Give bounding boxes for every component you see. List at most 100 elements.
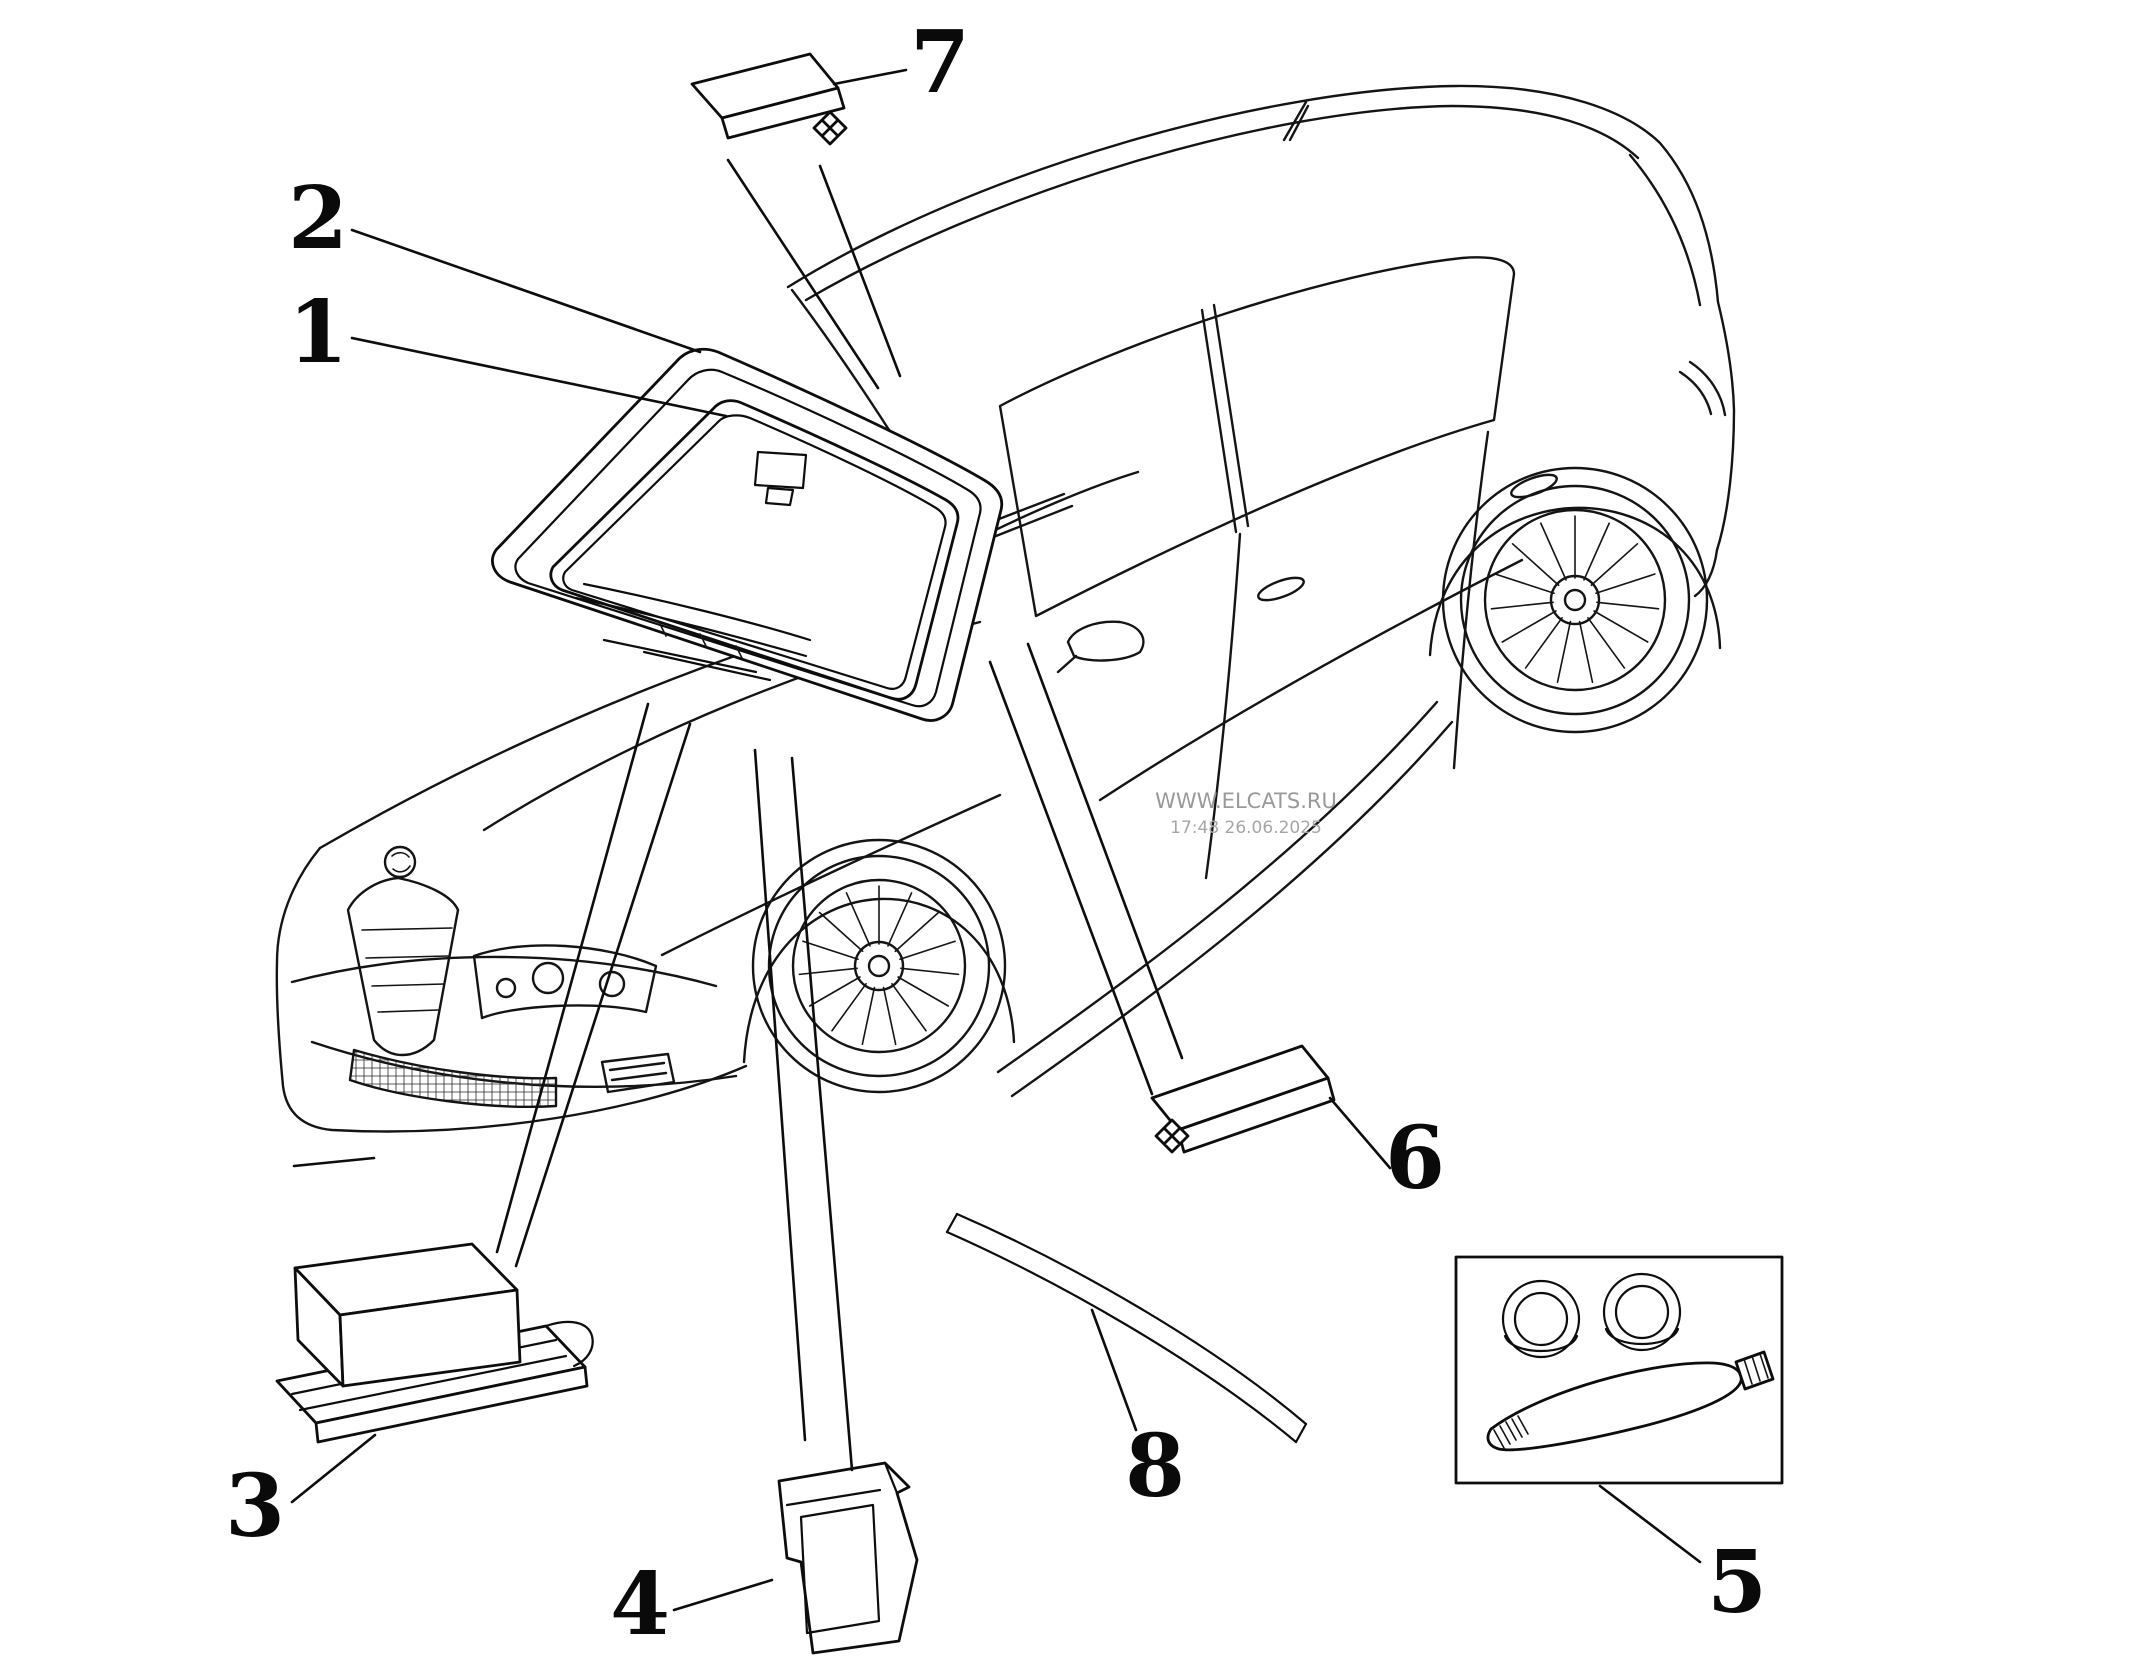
front-tire-inner	[767, 854, 991, 1078]
rear-tire-outer	[1441, 466, 1709, 734]
adhesive-kit	[1454, 1255, 1784, 1485]
seal-inner-outline	[514, 368, 982, 708]
leader-3	[290, 1433, 377, 1504]
clip-fold-line	[785, 1461, 899, 1507]
can-outer	[1602, 1272, 1682, 1352]
glass-frit-line	[562, 414, 947, 690]
greenhouse	[998, 100, 1727, 880]
top-moulding-strip	[690, 52, 848, 146]
spacer-block-assembly	[275, 1242, 594, 1444]
rear-wheel	[1441, 466, 1709, 734]
door-crease	[1098, 558, 1524, 802]
can-inner	[1513, 1291, 1569, 1347]
callout-3[interactable]: 3	[225, 1456, 285, 1557]
b-pillar	[1200, 303, 1250, 534]
leader-8	[1090, 1308, 1138, 1432]
callout-7[interactable]: 7	[910, 12, 970, 113]
arc-inner-edge	[955, 1212, 1308, 1426]
front-hub-cap	[867, 954, 891, 978]
rear-door-seam	[1452, 430, 1490, 770]
front-fascia	[290, 470, 1140, 1108]
leader-part3-stub	[292, 1156, 376, 1168]
roof-inner-line	[804, 104, 1640, 302]
kit-sealant-pouch	[1486, 1350, 1775, 1452]
roof-and-rear-silhouette	[786, 84, 1736, 552]
callout-4[interactable]: 4	[610, 1554, 670, 1655]
can-inner	[1614, 1284, 1670, 1340]
pouch-body	[1486, 1361, 1743, 1452]
leader-glass-to-part4-b	[790, 756, 854, 1472]
front-tire-outer	[751, 838, 1007, 1094]
car-illustration	[275, 84, 1736, 1133]
clip-hatched-panel	[799, 1503, 881, 1635]
front-hub	[853, 940, 905, 992]
rear-hub	[1549, 574, 1601, 626]
rear-tire-inner	[1459, 484, 1691, 716]
leader-glass-to-part3-a	[495, 702, 650, 1254]
headlight	[472, 944, 658, 1020]
kit-can-left	[1501, 1279, 1581, 1359]
grille-shield	[346, 876, 460, 1057]
leader-6	[1328, 1096, 1392, 1170]
leader-7-to-car-b	[818, 164, 902, 378]
watermark: WWW.ELCATS.RU 17:48 26.06.2025	[1155, 789, 1337, 838]
rear-wheel-arch	[1428, 506, 1722, 657]
rear-hub-cap	[1563, 588, 1587, 612]
arc-outer-edge	[945, 1230, 1298, 1444]
leader-2	[350, 228, 702, 354]
grille-bars	[361, 927, 453, 1013]
fog-grille	[600, 1052, 676, 1094]
front-door-seam	[1204, 532, 1242, 880]
front-door-handle	[1257, 576, 1305, 602]
rocker-line	[996, 700, 1439, 1074]
arc-end-caps	[945, 1212, 1308, 1444]
channel-front-face	[314, 1365, 589, 1444]
leader-4	[672, 1578, 774, 1612]
callout-8[interactable]: 8	[1125, 1416, 1185, 1517]
kit-can-right	[1602, 1272, 1682, 1352]
leader-lines	[290, 68, 1702, 1612]
rear-wheel-spokes	[1490, 515, 1660, 683]
channel-end-hook	[544, 1320, 594, 1368]
leader-6-to-car-a	[988, 660, 1154, 1096]
side-moulding-strip	[1150, 1044, 1336, 1154]
wiper-sweep-lines	[574, 582, 812, 682]
rear-bumper-edge	[1693, 548, 1719, 598]
headlight-lamp-small	[495, 977, 517, 999]
front-wheel	[751, 838, 1007, 1094]
leader-7	[832, 68, 908, 86]
leader-glass-to-part3-b	[514, 722, 692, 1268]
headlight-lamp-mid	[598, 970, 626, 998]
watermark-site: WWW.ELCATS.RU	[1155, 789, 1337, 813]
can-rim	[1503, 1334, 1579, 1352]
strip-front-face	[720, 86, 846, 140]
watermark-timestamp: 17:48 26.06.2025	[1170, 818, 1322, 838]
callout-5[interactable]: 5	[1707, 1532, 1767, 1633]
strip-front-face	[1176, 1076, 1336, 1154]
roof-moulding-arc	[945, 1212, 1308, 1444]
rear-lamp	[1678, 360, 1727, 417]
side-mirror	[1056, 620, 1145, 674]
can-outer	[1501, 1279, 1581, 1359]
brand-emblem-detail	[391, 851, 411, 873]
wiper-tick-marks	[659, 623, 743, 659]
leader-7-to-car-a	[726, 158, 880, 390]
bumper-crease-upper	[290, 955, 718, 988]
front-wheel-spokes	[798, 885, 960, 1046]
callout-2[interactable]: 2	[288, 168, 348, 269]
fastener-x-mark	[812, 110, 848, 146]
rocker-inner-line	[1010, 720, 1454, 1098]
windscreen-glass	[549, 399, 960, 701]
block-front-face	[338, 1288, 522, 1388]
pouch-crimp-lines	[1493, 1415, 1529, 1449]
glass-outline	[549, 399, 960, 701]
side-window-band	[998, 256, 1516, 618]
clip-outline	[777, 1461, 919, 1655]
callout-6[interactable]: 6	[1385, 1108, 1445, 1209]
nozzle-ribs	[1743, 1353, 1769, 1385]
callout-1[interactable]: 1	[288, 282, 348, 383]
rear-glass-line	[1628, 153, 1702, 307]
brand-emblem	[383, 845, 417, 879]
